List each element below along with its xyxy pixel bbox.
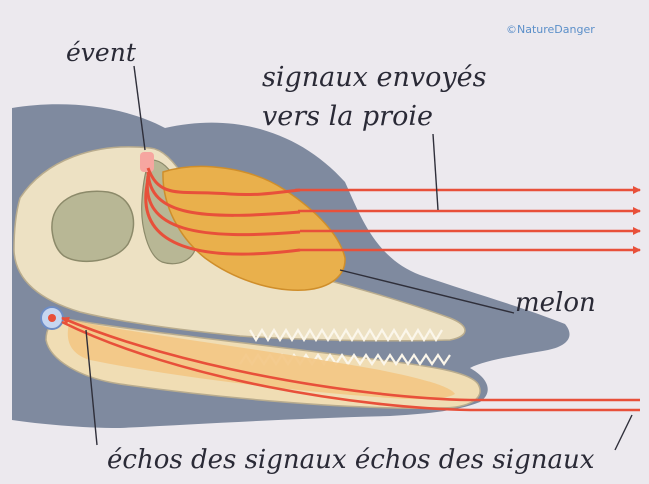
blowhole-label: évent — [66, 40, 136, 65]
melon-label: melon — [515, 290, 596, 316]
echoes-label: échos des signaux échos des signaux — [107, 447, 594, 473]
eye-socket — [52, 191, 134, 261]
outgoing-signals-label-line2: vers la proie — [262, 103, 433, 130]
copyright-notice: ©NatureDanger — [506, 24, 595, 35]
outgoing-signals-label-line1: signaux envoyés — [262, 64, 486, 91]
